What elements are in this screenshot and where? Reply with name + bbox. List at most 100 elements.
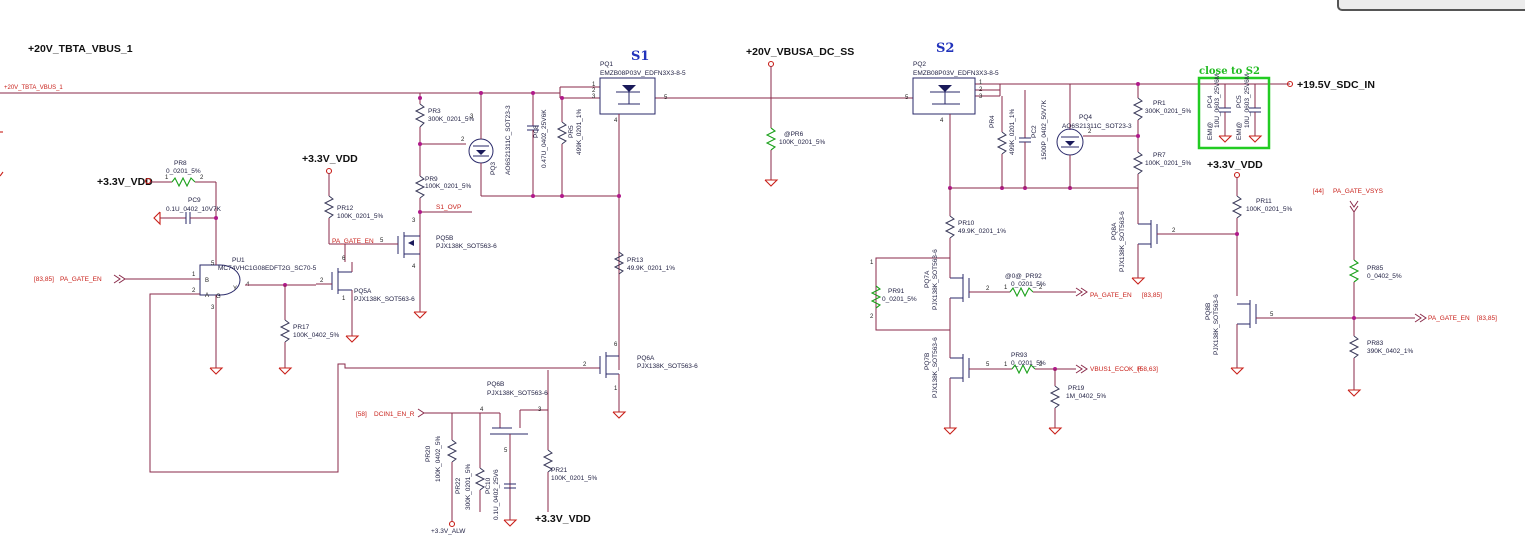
- svg-text:4: 4: [940, 118, 944, 124]
- pr20-ref: PR20: [425, 445, 432, 462]
- svg-text:1: 1: [979, 80, 983, 86]
- pq6b-dcin-circuit: [58] DCIN1_EN_R 4 3 5 PQ6B PJX138K_SOT56…: [356, 370, 597, 535]
- svg-text:4: 4: [480, 407, 484, 413]
- pc5-value: 10U_0603_25V6M: [1244, 74, 1251, 128]
- pr11-value: 100K_0201_5%: [1246, 206, 1292, 213]
- svg-text:2: 2: [592, 88, 596, 94]
- pr10-value: 49.9K_0201_1%: [958, 228, 1006, 235]
- signal-vbus1-ecok-r: VBUS1_ECOK_R: [1090, 366, 1142, 373]
- net-flag-tbta-vbus: +20V_TBTA_VBUS_1 +20V_TBTA_VBUS_1: [4, 43, 133, 91]
- pq7b-ref: PQ7B: [924, 353, 931, 370]
- net-label-sdc-in: +19.5V_SDC_IN: [1297, 79, 1375, 91]
- svg-text:3: 3: [592, 94, 596, 100]
- main-power-rail: [0, 83, 1290, 99]
- pr20-value: 100K_0402_5%: [435, 436, 442, 482]
- pr22-ref: PR22: [455, 477, 462, 494]
- svg-text:1: 1: [192, 272, 196, 278]
- net-flag-vbusa-dc-ss: +20V_VBUSA_DC_SS: [746, 46, 854, 98]
- pq1-ref: PQ1: [600, 61, 613, 68]
- pc4-tag: EMI@: [1207, 121, 1214, 140]
- net-label-vdd-d: +3.3V_VDD: [1207, 159, 1263, 171]
- svg-text:6: 6: [614, 342, 618, 348]
- pr17-pulldown: PR17 100K_0402_5%: [278, 285, 339, 375]
- net-label-tbta-vbus: +20V_TBTA_VBUS_1: [28, 43, 133, 55]
- pq7b-ecok-circuit: 5 PQ7B PJX138K_SOT563-6 1 2 PR93 0_0201_…: [924, 337, 1158, 435]
- svg-text:3: 3: [538, 407, 542, 413]
- pq8a-part: PJX138K_SOT563-6: [1119, 211, 1126, 272]
- svg-text:G: G: [216, 294, 221, 300]
- signal-pa-gate-en-r1: PA_GATE_EN: [1090, 292, 1132, 299]
- signal-pa-gate-vsys: PA_GATE_VSYS: [1333, 188, 1384, 195]
- net-label-alw: +3.3V_ALW: [431, 528, 466, 535]
- pr22-value: 300K_0201_5%: [465, 464, 472, 510]
- svg-text:4: 4: [412, 264, 416, 270]
- s2-gate-network: PR4 499K_0201_1% PC2 1500P_0402_50V7K 2 …: [948, 82, 1191, 214]
- svg-text:6: 6: [342, 256, 346, 262]
- svg-text:1: 1: [1004, 285, 1008, 291]
- svg-text:3: 3: [412, 218, 416, 224]
- pq8a-ref: PQ8A: [1111, 222, 1118, 240]
- pr13-value: 49.9K_0201_1%: [627, 265, 675, 272]
- pr17-ref: PR17: [293, 324, 310, 331]
- svg-text:5: 5: [211, 261, 215, 267]
- svg-text:5: 5: [664, 95, 668, 101]
- signal-pa-gate-en-r2: PA_GATE_EN: [1428, 315, 1470, 322]
- pa-gate-vsys-circuit: [44] PA_GATE_VSYS PR85 0_0402_5% PR83 39…: [1313, 188, 1497, 397]
- pc9-ref: PC9: [188, 197, 201, 204]
- mosfet-pq1: 1 2 3 5 4 PQ1 EMZB08P03V_EDFN3X3-8-5: [592, 61, 686, 124]
- pr13-and-pq6a: PR13 49.9K_0201_1% 6 2 1 PQ6A PJX138K_SO…: [583, 251, 698, 419]
- svg-text:2: 2: [192, 288, 196, 294]
- pq7a-part: PJX138K_SOT563-6: [932, 249, 939, 310]
- svg-text:2: 2: [986, 286, 990, 292]
- pr85-ref: PR85: [1367, 265, 1384, 272]
- svg-text:1: 1: [1004, 362, 1008, 368]
- pr91-ref: PR91: [888, 288, 905, 295]
- pr21-ref: PR21: [551, 467, 568, 474]
- mosfet-pq8a: 2 PQ8A PJX138K_SOT563-6: [1111, 211, 1237, 285]
- pq6b-part: PJX138K_SOT563-6: [487, 390, 548, 397]
- mosfet-pq2: 5 1 2 3 4 PQ2 EMZB08P03V_EDFN3X3-8-5: [905, 61, 999, 124]
- svg-text:5: 5: [986, 362, 990, 368]
- net-flag-sdc-in: +19.5V_SDC_IN: [1286, 79, 1375, 91]
- pr12-value: 100K_0201_5%: [337, 213, 383, 220]
- pr92-ref: @0@_PR92: [1005, 273, 1042, 280]
- svg-text:2: 2: [1172, 228, 1176, 234]
- pr12-pullup: +3.3V_VDD PR12 100K_0201_5% PA_GATE_EN: [302, 153, 385, 262]
- pq5b-ref: PQ5B: [436, 235, 453, 242]
- pu1-part: MC74VHC1G08EDFT2G_SC70-5: [218, 265, 317, 272]
- pr4-ref: PR4: [989, 115, 996, 128]
- signal-dcin1-en-r: DCIN1_EN_R: [374, 411, 415, 418]
- svg-text:A: A: [205, 293, 209, 299]
- net-label-vdd-b: +3.3V_VDD: [97, 176, 153, 188]
- pr5-value: 499K_0201_1%: [576, 109, 583, 155]
- pr83-value: 390K_0402_1%: [1367, 348, 1413, 355]
- svg-text:3: 3: [470, 114, 474, 120]
- pr85-value: 0_0402_5%: [1367, 273, 1402, 280]
- svg-text:Y: Y: [233, 286, 237, 292]
- svg-text:2: 2: [870, 314, 874, 320]
- svg-text:2: 2: [200, 175, 204, 181]
- pr17-value: 100K_0402_5%: [293, 332, 339, 339]
- pr11-ref: PR11: [1256, 198, 1272, 205]
- signal-pa-gate-en-in-ref: [83,85]: [34, 276, 54, 283]
- pr9-ref: PR9: [425, 176, 438, 183]
- mosfet-pq5a: 6 2 1 PQ5A PJX138K_SOT563-6: [316, 256, 415, 343]
- pc4-value: 10U_0603_25V6M: [1214, 74, 1221, 128]
- pr10-divider: PR10 49.9K_0201_1%: [944, 188, 1006, 258]
- pq7a-ref: PQ7A: [924, 270, 931, 288]
- pc9-value: 0.1U_0402_10V7K: [166, 206, 222, 213]
- pq4-ref: PQ4: [1079, 114, 1092, 121]
- pr10-ref: PR10: [958, 220, 975, 227]
- decoupling-caps-close-to-s2: close to S2 PC4 10U_0603_25V6M EMI@ PC5 …: [1197, 66, 1271, 150]
- pr8-ref: PR8: [174, 160, 187, 167]
- pr19-ref: PR19: [1068, 385, 1085, 392]
- pc2-ref: PC2: [1031, 125, 1038, 138]
- svg-text:1: 1: [592, 82, 596, 88]
- pc2-value: 1500P_0402_50V7K: [1041, 99, 1048, 160]
- pc8-value: 0.47U_0402_25V6K: [541, 109, 548, 168]
- pr91-and-pq7a: PR91 0_0201_5% 1 2 2 PQ7A PJX138K_SOT563…: [870, 249, 1162, 348]
- svg-text:2: 2: [1039, 362, 1043, 368]
- close-to-s2-label: close to S2: [1199, 66, 1260, 77]
- section-label-s1: S1: [631, 49, 649, 64]
- window-frame-corner: [1337, 0, 1525, 11]
